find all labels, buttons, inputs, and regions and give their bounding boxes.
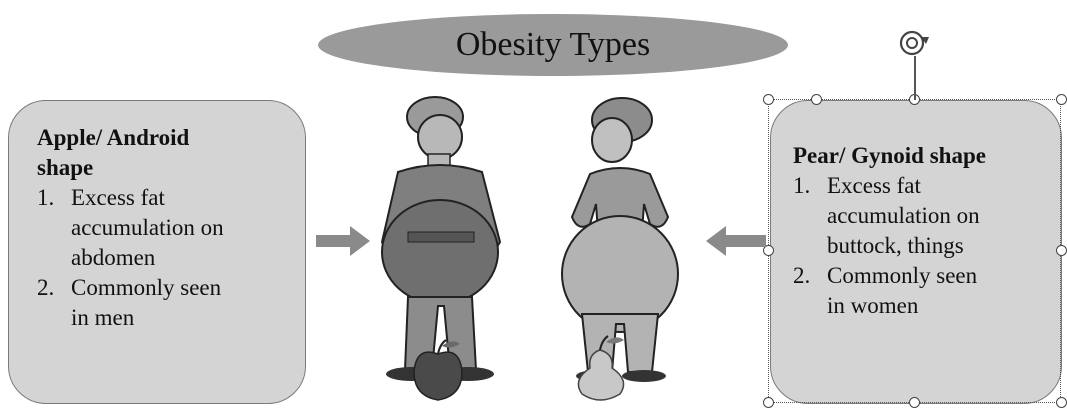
list-item: 1. Excess fat accumulation on buttock, t…	[793, 171, 1051, 261]
rotate-stem	[914, 56, 916, 100]
resize-handle-bottom-middle[interactable]	[909, 397, 920, 408]
resize-handle-top-left[interactable]	[763, 94, 774, 105]
list-item: 2. Commonly seen in women	[793, 261, 1051, 321]
pear-shape-card[interactable]: Pear/ Gynoid shape 1. Excess fat accumul…	[770, 100, 1062, 404]
apple-card-list: 1. Excess fat accumulation on abdomen 2.…	[37, 183, 291, 333]
list-item: 2. Commonly seen in men	[37, 273, 291, 333]
pear-card-list: 1. Excess fat accumulation on buttock, t…	[793, 171, 1051, 321]
resize-handle-top-left-2[interactable]	[811, 94, 822, 105]
list-item: 1. Excess fat accumulation on abdomen	[37, 183, 291, 273]
rotate-handle-icon[interactable]	[895, 27, 935, 59]
body-shape-figures	[350, 92, 730, 404]
apple-shape-card: Apple/ Android shape 1. Excess fat accum…	[8, 100, 306, 404]
resize-handle-bottom-left[interactable]	[763, 397, 774, 408]
man-figure-icon	[382, 97, 500, 381]
apple-card-heading: Apple/ Android shape	[37, 123, 291, 183]
resize-handle-top-right[interactable]	[1056, 94, 1067, 105]
resize-handle-bottom-right[interactable]	[1056, 397, 1067, 408]
title-ellipse: Obesity Types	[318, 14, 788, 76]
pear-card-heading: Pear/ Gynoid shape	[793, 141, 1051, 171]
diagram-title: Obesity Types	[456, 26, 650, 64]
resize-handle-middle-right[interactable]	[1056, 245, 1067, 256]
